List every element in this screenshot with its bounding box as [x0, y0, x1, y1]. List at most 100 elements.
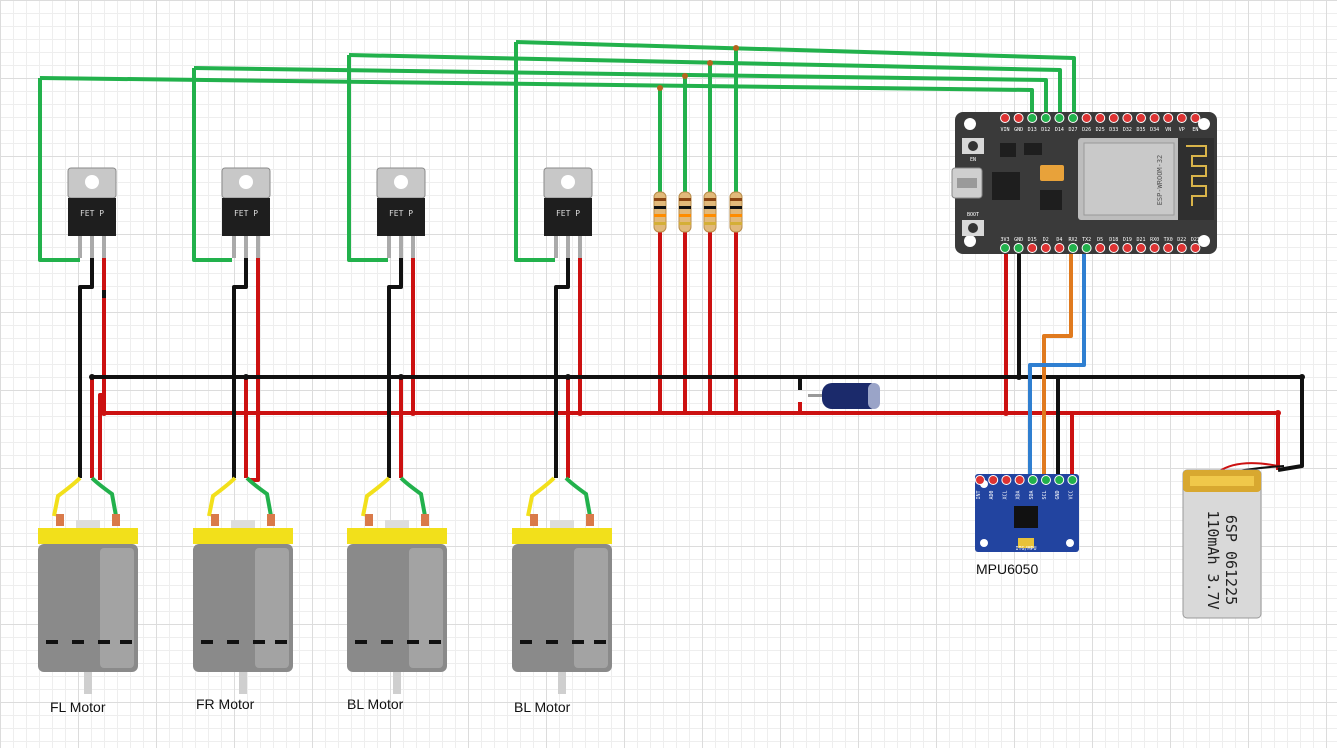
mosfet-marking: FET P: [234, 209, 258, 218]
motor-2: FR Motor: [193, 476, 293, 712]
pin-d21: [1136, 243, 1146, 253]
mosfet-4: FET P: [543, 167, 593, 258]
power-rail: [104, 411, 1280, 470]
mpu-pin-sda: [1027, 475, 1038, 485]
mpu-pin-xcl: [1001, 475, 1012, 485]
pin-label: D4: [1056, 237, 1062, 243]
sda-wire: [1028, 248, 1086, 476]
ground-wires: [78, 248, 1304, 478]
pin-label: D32: [1123, 127, 1132, 133]
pin-d35: [1136, 113, 1146, 123]
pin-rx2: [1068, 243, 1078, 253]
pin-label: D19: [1123, 237, 1132, 243]
motor-label: BL Motor: [514, 699, 571, 715]
resistor-1: [653, 191, 667, 233]
mpu-pin-vcc: [1067, 475, 1078, 485]
boot-label: BOOT: [967, 212, 979, 218]
pin-d5: [1095, 243, 1106, 253]
pin-d14: [1054, 113, 1065, 123]
mpu-pin-ad0: [988, 475, 999, 485]
pin-label: D23: [1191, 237, 1200, 243]
motor-label: FR Motor: [196, 696, 255, 712]
pin-d26: [1081, 113, 1092, 123]
power-wires: [98, 232, 1280, 482]
motor-label: FL Motor: [50, 699, 106, 715]
pin-label: D14: [1055, 127, 1064, 133]
signal-wires: [38, 40, 1076, 262]
motor-4: BL Motor: [512, 476, 612, 715]
pin-label: D27: [1068, 127, 1077, 133]
mpu-pin-label: INT: [976, 490, 982, 499]
pin-label: GND: [1014, 237, 1023, 243]
signal-wire-d13: [38, 78, 80, 262]
pin-d15: [1027, 243, 1038, 253]
pin-label: D15: [1028, 237, 1037, 243]
pin-tx2: [1081, 243, 1092, 253]
pin-label: VIN: [1000, 127, 1009, 133]
resistor-4: [729, 191, 743, 233]
esp32-module-text: ESP-WROOM-32: [1156, 155, 1164, 206]
mosfet-marking: FET P: [556, 209, 580, 218]
mpu6050-label: MPU6050: [976, 561, 1038, 577]
pin-label: EN: [1192, 127, 1198, 133]
pin-label: D22: [1177, 237, 1186, 243]
pin-d12: [1040, 113, 1051, 123]
mosfet-3: FET P: [376, 167, 426, 258]
pin-label: TX2: [1082, 237, 1091, 243]
mpu-pin-label: SDA: [1029, 490, 1035, 499]
mosfet-marking: FET P: [389, 209, 413, 218]
pin-label: D5: [1097, 237, 1103, 243]
resistor-array: [653, 191, 743, 233]
junction-dots: [101, 410, 1281, 416]
pin-gnd: [1013, 113, 1024, 123]
scl-wire: [1042, 248, 1073, 476]
mpu-chip: [1014, 506, 1038, 528]
pin-d2: [1040, 243, 1051, 253]
mpu-chip-text: ITG/MPU: [1015, 546, 1036, 552]
pin-label: VP: [1179, 127, 1185, 133]
pin-rx0: [1149, 243, 1160, 253]
motor-1: FL Motor: [38, 476, 138, 715]
signal-wire-d27: [514, 42, 555, 262]
lipo-battery: 6SP 061225 110mAh 3.7V: [1182, 462, 1285, 619]
mpu-pin-label: GND: [1055, 490, 1061, 499]
pin-gnd: [1013, 243, 1024, 253]
mpu-pin-gnd: [1054, 475, 1065, 485]
resistor-2: [678, 191, 692, 233]
pin-d27: [1068, 113, 1078, 123]
battery-text-2: 110mAh 3.7V: [1204, 510, 1222, 609]
pin-label: D13: [1028, 127, 1037, 133]
pin-label: D34: [1150, 127, 1159, 133]
pin-label: TX0: [1164, 237, 1173, 243]
mpu-pin-xda: [1014, 475, 1025, 485]
pin-label: D26: [1082, 127, 1091, 133]
mpu-pin-int: [975, 475, 985, 485]
pin-tx0: [1163, 243, 1174, 253]
pin-d33: [1108, 113, 1119, 123]
mpu-pin-label: XCL: [1002, 490, 1008, 499]
mpu-pin-scl: [1041, 475, 1051, 485]
resistor-3: [703, 191, 717, 233]
pin-en: [1190, 113, 1201, 123]
pin-d22: [1176, 243, 1187, 253]
pin-label: D2: [1043, 237, 1049, 243]
pin-d4: [1054, 243, 1065, 253]
pin-d25: [1095, 113, 1106, 123]
pin-d13: [1027, 113, 1038, 123]
pin-label: 3V3: [1000, 237, 1009, 243]
mpu-pin-label: VCC: [1068, 490, 1074, 499]
pin-label: RX2: [1068, 237, 1077, 243]
pin-d23: [1190, 243, 1201, 253]
pin-d32: [1122, 113, 1133, 123]
pin-vp: [1176, 113, 1187, 123]
pin-label: D35: [1136, 127, 1145, 133]
pin-vn: [1163, 113, 1174, 123]
mpu-pin-label: XDA: [1016, 490, 1022, 499]
mpu-pin-label: AD0: [989, 490, 995, 499]
